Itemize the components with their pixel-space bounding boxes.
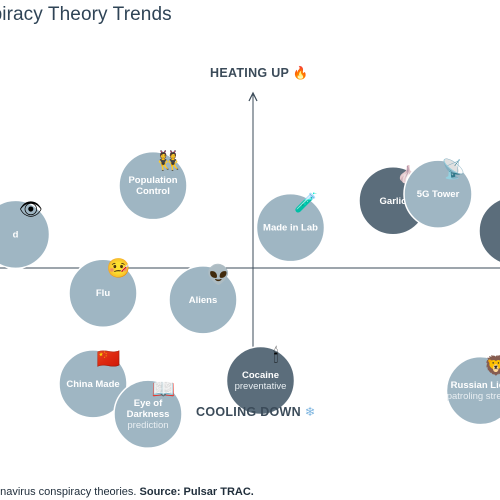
bubble-circle	[478, 198, 500, 264]
bubble-label: China Made	[66, 379, 119, 390]
bubble-label: Cocaine	[242, 370, 279, 381]
lion-icon: 🦁	[484, 354, 500, 377]
bubble-circle	[225, 345, 296, 416]
bubble-label: Russian Lion	[451, 380, 500, 391]
axis-label-heating-up: HEATING UP 🔥	[210, 66, 309, 81]
y-axis-arrow-up	[248, 91, 258, 102]
bubble-label: Control	[136, 186, 170, 197]
bubble-sublabel: preventative	[235, 381, 287, 392]
bubble-circle	[118, 150, 188, 221]
snowflake-icon: ❄	[304, 405, 316, 419]
bubble-circle	[113, 379, 183, 449]
bubble-label: Darkness	[127, 409, 170, 420]
bubble-china-made: China Made 🇨🇳	[58, 348, 128, 419]
fire-icon: 🔥	[292, 66, 309, 80]
bubble-flu: Flu 🤒	[68, 258, 138, 328]
page-title: spiracy Theory Trends	[0, 4, 172, 25]
bubble-sublabel: patroling streets	[447, 391, 500, 402]
eye-icon: 👁	[19, 199, 43, 221]
bubble-label: Eye of	[134, 398, 163, 409]
test-tube-icon: 🧪	[294, 192, 318, 214]
candle-icon: 🕯	[273, 345, 278, 367]
heating-up-label: HEATING UP	[210, 66, 289, 80]
alien-icon: 👽	[206, 263, 230, 286]
bubble-label: 5G Tower	[417, 189, 460, 200]
bubble-label: Population	[128, 175, 177, 186]
bubble-russian-lion: Russian Lionpatroling streets 🦁	[445, 354, 500, 426]
bubble-label: Flu	[96, 288, 110, 299]
bubble-circle	[403, 159, 473, 229]
bubble-sublabel: prediction	[127, 420, 168, 431]
bubble-label: d	[13, 229, 19, 240]
axis-label-cooling-down: COOLING DOWN ❄	[196, 404, 316, 419]
cooling-down-label: COOLING DOWN	[196, 405, 301, 419]
bubble-5g-tower: 5G Tower 📡	[403, 156, 473, 229]
bubble-made-in-lab: Made in Lab 🧪	[255, 192, 326, 263]
source-prefix: onavirus conspiracy theories.	[0, 486, 137, 498]
bubble-circle	[255, 192, 326, 263]
bubble-circle	[0, 199, 51, 270]
china-flag-icon: 🇨🇳	[96, 348, 120, 370]
bubble-unlabeled-10	[478, 198, 500, 264]
satellite-dish-icon: 📡	[441, 156, 465, 180]
sick-face-icon: 🤒	[106, 258, 130, 280]
source-label: Source: Pulsar TRAC.	[139, 486, 254, 498]
bubble-label: Made in Lab	[263, 223, 318, 234]
bubble-d: d👁	[0, 199, 51, 270]
bubble-label: Aliens	[189, 295, 218, 306]
bubble-label: Garlic	[380, 196, 407, 207]
bubble-circle	[168, 265, 238, 335]
source-note: onavirus conspiracy theories. Source: Pu…	[0, 486, 254, 498]
book-icon: 📖	[151, 378, 175, 400]
bubble-circle	[445, 355, 500, 426]
bubble-aliens: Aliens 👽	[168, 263, 238, 335]
bubble-circle	[68, 258, 138, 328]
bubble-circle	[58, 349, 128, 419]
people-icon: 👯	[156, 149, 180, 172]
